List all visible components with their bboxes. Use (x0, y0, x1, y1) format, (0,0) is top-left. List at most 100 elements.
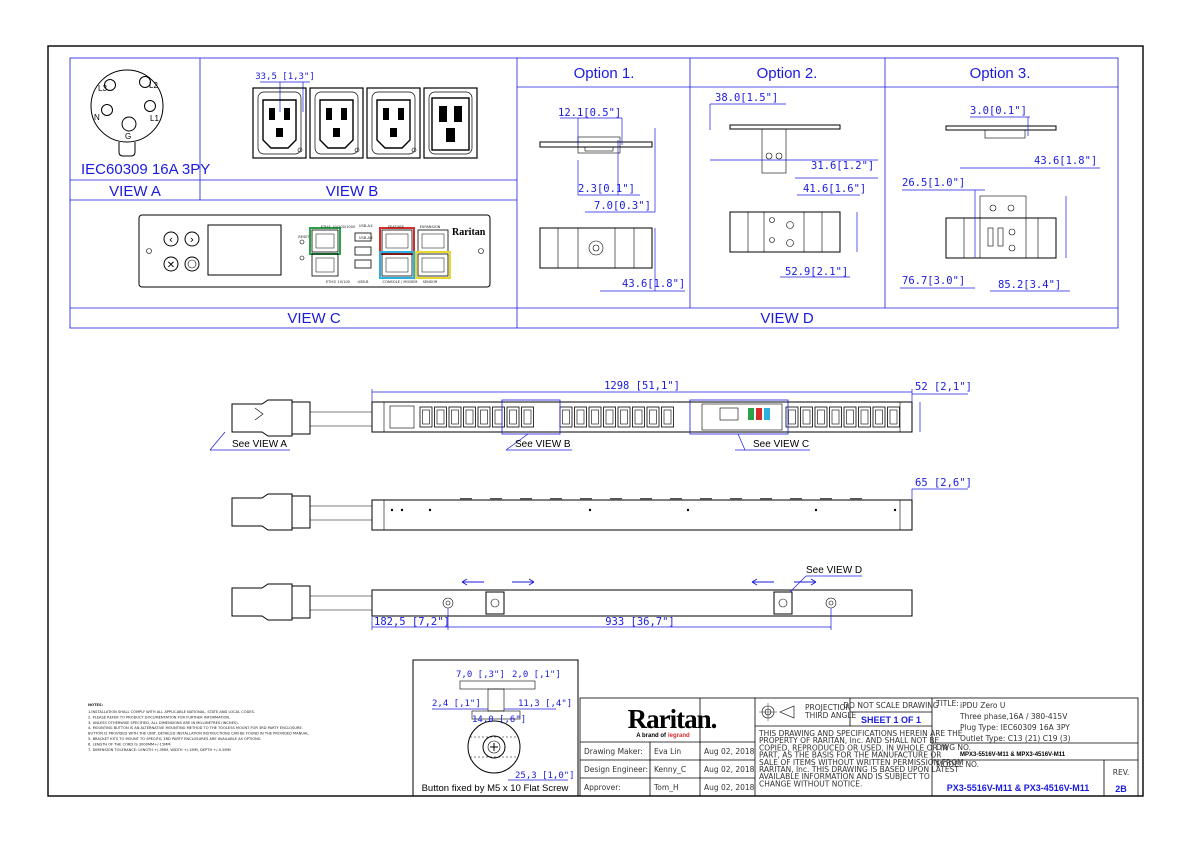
plug-type-label: IEC60309 16A 3PY (81, 161, 210, 178)
power-cord (310, 411, 372, 427)
pdu-front-view: 1298 [51,1"] 52 [2,1"] See VIEW A See VI… (209, 380, 972, 451)
port-label: ETH② 10/100 (326, 280, 351, 284)
name-value: Tom_H (653, 783, 679, 792)
pin-label: L1 (150, 114, 159, 123)
c13-outlet (252, 87, 307, 159)
date-value: Aug 02, 2018 (704, 783, 755, 792)
dim-label: 11,3 [,4"] (518, 699, 572, 709)
usb-port (354, 246, 372, 256)
pin-label: L3 (98, 84, 107, 93)
rj45-port (311, 253, 339, 277)
outlet-mini (603, 406, 616, 428)
option-1-drawing: 12.1[0.5"] 2.3[0.1"] 7.0[0.3"] 43.6[1.8"… (539, 107, 685, 292)
outlet-mini (843, 406, 857, 428)
controller (701, 403, 783, 431)
notes: NOTES: 1.INSTALLATION SHALL COMPLY WITH … (88, 703, 310, 752)
view-a-title: VIEW A (109, 183, 161, 200)
dim-label: 2,4 [,1"] (432, 699, 481, 709)
outlet-mini (477, 406, 491, 428)
usb-port (354, 232, 372, 242)
outlet-mini (800, 406, 813, 428)
view-d-title: VIEW D (760, 310, 814, 327)
port-label: FEATURE (388, 225, 405, 229)
dim-label: 76.7[3.0"] (902, 275, 965, 287)
pin-label: G (125, 132, 131, 141)
slide-arrows-icon (461, 578, 535, 586)
note-line: 7. DIMENSION TOLERANCE: LENGTH +/-3MM, W… (88, 748, 231, 752)
outlet-mini (661, 406, 674, 428)
width-dim: 65 [2,6"] (915, 477, 972, 489)
title-line: Plug Type: IEC60309 16A 3PY (960, 723, 1070, 732)
role-label: Design Engineer: (584, 765, 648, 774)
outlet-mini (785, 406, 799, 428)
dim-label: 43.6[1.8"] (622, 278, 685, 290)
legal-line: COPIED, REPRODUCED OR USED, IN WHOLE OR … (759, 743, 948, 752)
see-view-b-callout: See VIEW B (515, 439, 571, 450)
title-block: Raritan. A brand of legrand Drawing Make… (579, 697, 1139, 797)
dim-label: 38.0[1.5"] (715, 92, 778, 104)
dwg-number: MPX3-5516V-M11 & MPX3-4516V-M11 (960, 752, 1066, 758)
port-label: SENSOR (423, 280, 438, 284)
outlet-mini (588, 406, 602, 428)
dwg-label: DWG NO. (936, 743, 971, 752)
dim-label: 3.0[0.1"] (970, 105, 1027, 117)
legal-line: CHANGE WITHOUT NOTICE. (759, 779, 862, 788)
dim-label: 7.0[0.3"] (594, 200, 651, 212)
plug-body (231, 399, 293, 437)
dim-label: 25,3 [1,0"] (515, 771, 575, 781)
right-arrow-button (184, 231, 200, 247)
note-line: BUTTON IS PROVIDED WITH THE UNIT. DETAIL… (88, 732, 310, 736)
rj45-port (417, 229, 449, 253)
dim-label: 12.1[0.5"] (558, 107, 621, 119)
dim-label: 14,0 [,6"] (472, 715, 526, 725)
see-view-d-callout: See VIEW D (806, 565, 862, 576)
note-line: 1.INSTALLATION SHALL COMPLY WITH ALL APP… (88, 710, 255, 714)
projection-type: THIRD ANGLE (804, 711, 857, 720)
rj45-port (311, 229, 339, 253)
title-line: Three phase,16A / 380-415V (959, 712, 1068, 721)
legal-line: SALE OF ITEMS WITHOUT WRITTEN PERMISSION… (759, 758, 964, 767)
dim-label: 7,0 [,3"] (456, 670, 505, 680)
outlet-mini (829, 406, 842, 428)
depth-dim: 52 [2,1"] (915, 381, 972, 393)
dim-label: 2,0 [,1"] (512, 670, 561, 680)
pdu-back-view: See VIEW D 182,5 [7,2"] 933 [36,7"] (231, 565, 913, 630)
ok-button (184, 256, 200, 272)
views-frame (69, 57, 1119, 329)
option-3-title: Option 3. (970, 65, 1031, 82)
outlet-mini (887, 406, 900, 428)
pin-label: N (94, 113, 100, 122)
controller-panel (138, 214, 491, 288)
outlet-mini (492, 406, 505, 428)
outlet-mini (574, 406, 587, 428)
port-label: RESET (298, 235, 310, 239)
outlet-mini (617, 406, 631, 428)
port-label: USB-B (357, 280, 369, 284)
right-arrow-icon: › (190, 233, 194, 246)
legal-line: PROPERTY OF RARITAN, Inc. AND SHALL NOT … (759, 736, 939, 745)
outlet-mini (646, 406, 660, 428)
legrand-logo: legrand (668, 733, 690, 739)
sheet-number: SHEET 1 OF 1 (861, 715, 921, 725)
close-icon: ✕ (167, 260, 175, 271)
outlet-mini (434, 406, 447, 428)
option-3-drawing: 3.0[0.1"] 43.6[1.8"] 26.5[1.0"] 76.7[3.0… (900, 105, 1100, 292)
outlet-mini (521, 406, 534, 428)
outlet-mini (872, 406, 886, 428)
model-label: MODEL NO. (936, 760, 979, 769)
view-c-callout-box (689, 399, 789, 435)
note-line: 3. UNLESS OTHERWISE SPECIFIED, ALL DIMEN… (88, 721, 239, 725)
rj45-port (417, 253, 449, 277)
option-1-title: Option 1. (574, 65, 635, 82)
dim-label: 31.6[1.2"] (811, 160, 874, 172)
note-line: 4. MOUNTING BUTTON IS AN ALTERNATIVE MOU… (88, 726, 303, 730)
title-line: Outlet Type: C13 (21) C19 (3) (960, 734, 1071, 743)
outlet-mini (419, 406, 433, 428)
legal-line: RARITAN, Inc. THIS DRAWING IS BASED UPON… (759, 765, 959, 774)
view-c: ‹ › ✕ ETH① 10/100/1000 USB-A① FEATURE EX… (138, 214, 491, 327)
port-label: EXPANSION (420, 225, 441, 229)
legal-line: PART, AS THE BASIS FOR THE MANUFACTURE O… (759, 751, 941, 760)
dim-center: 933 [36,7"] (605, 616, 675, 628)
revision: 2B (1115, 784, 1127, 794)
length-dim: 1298 [51,1"] (604, 380, 680, 392)
